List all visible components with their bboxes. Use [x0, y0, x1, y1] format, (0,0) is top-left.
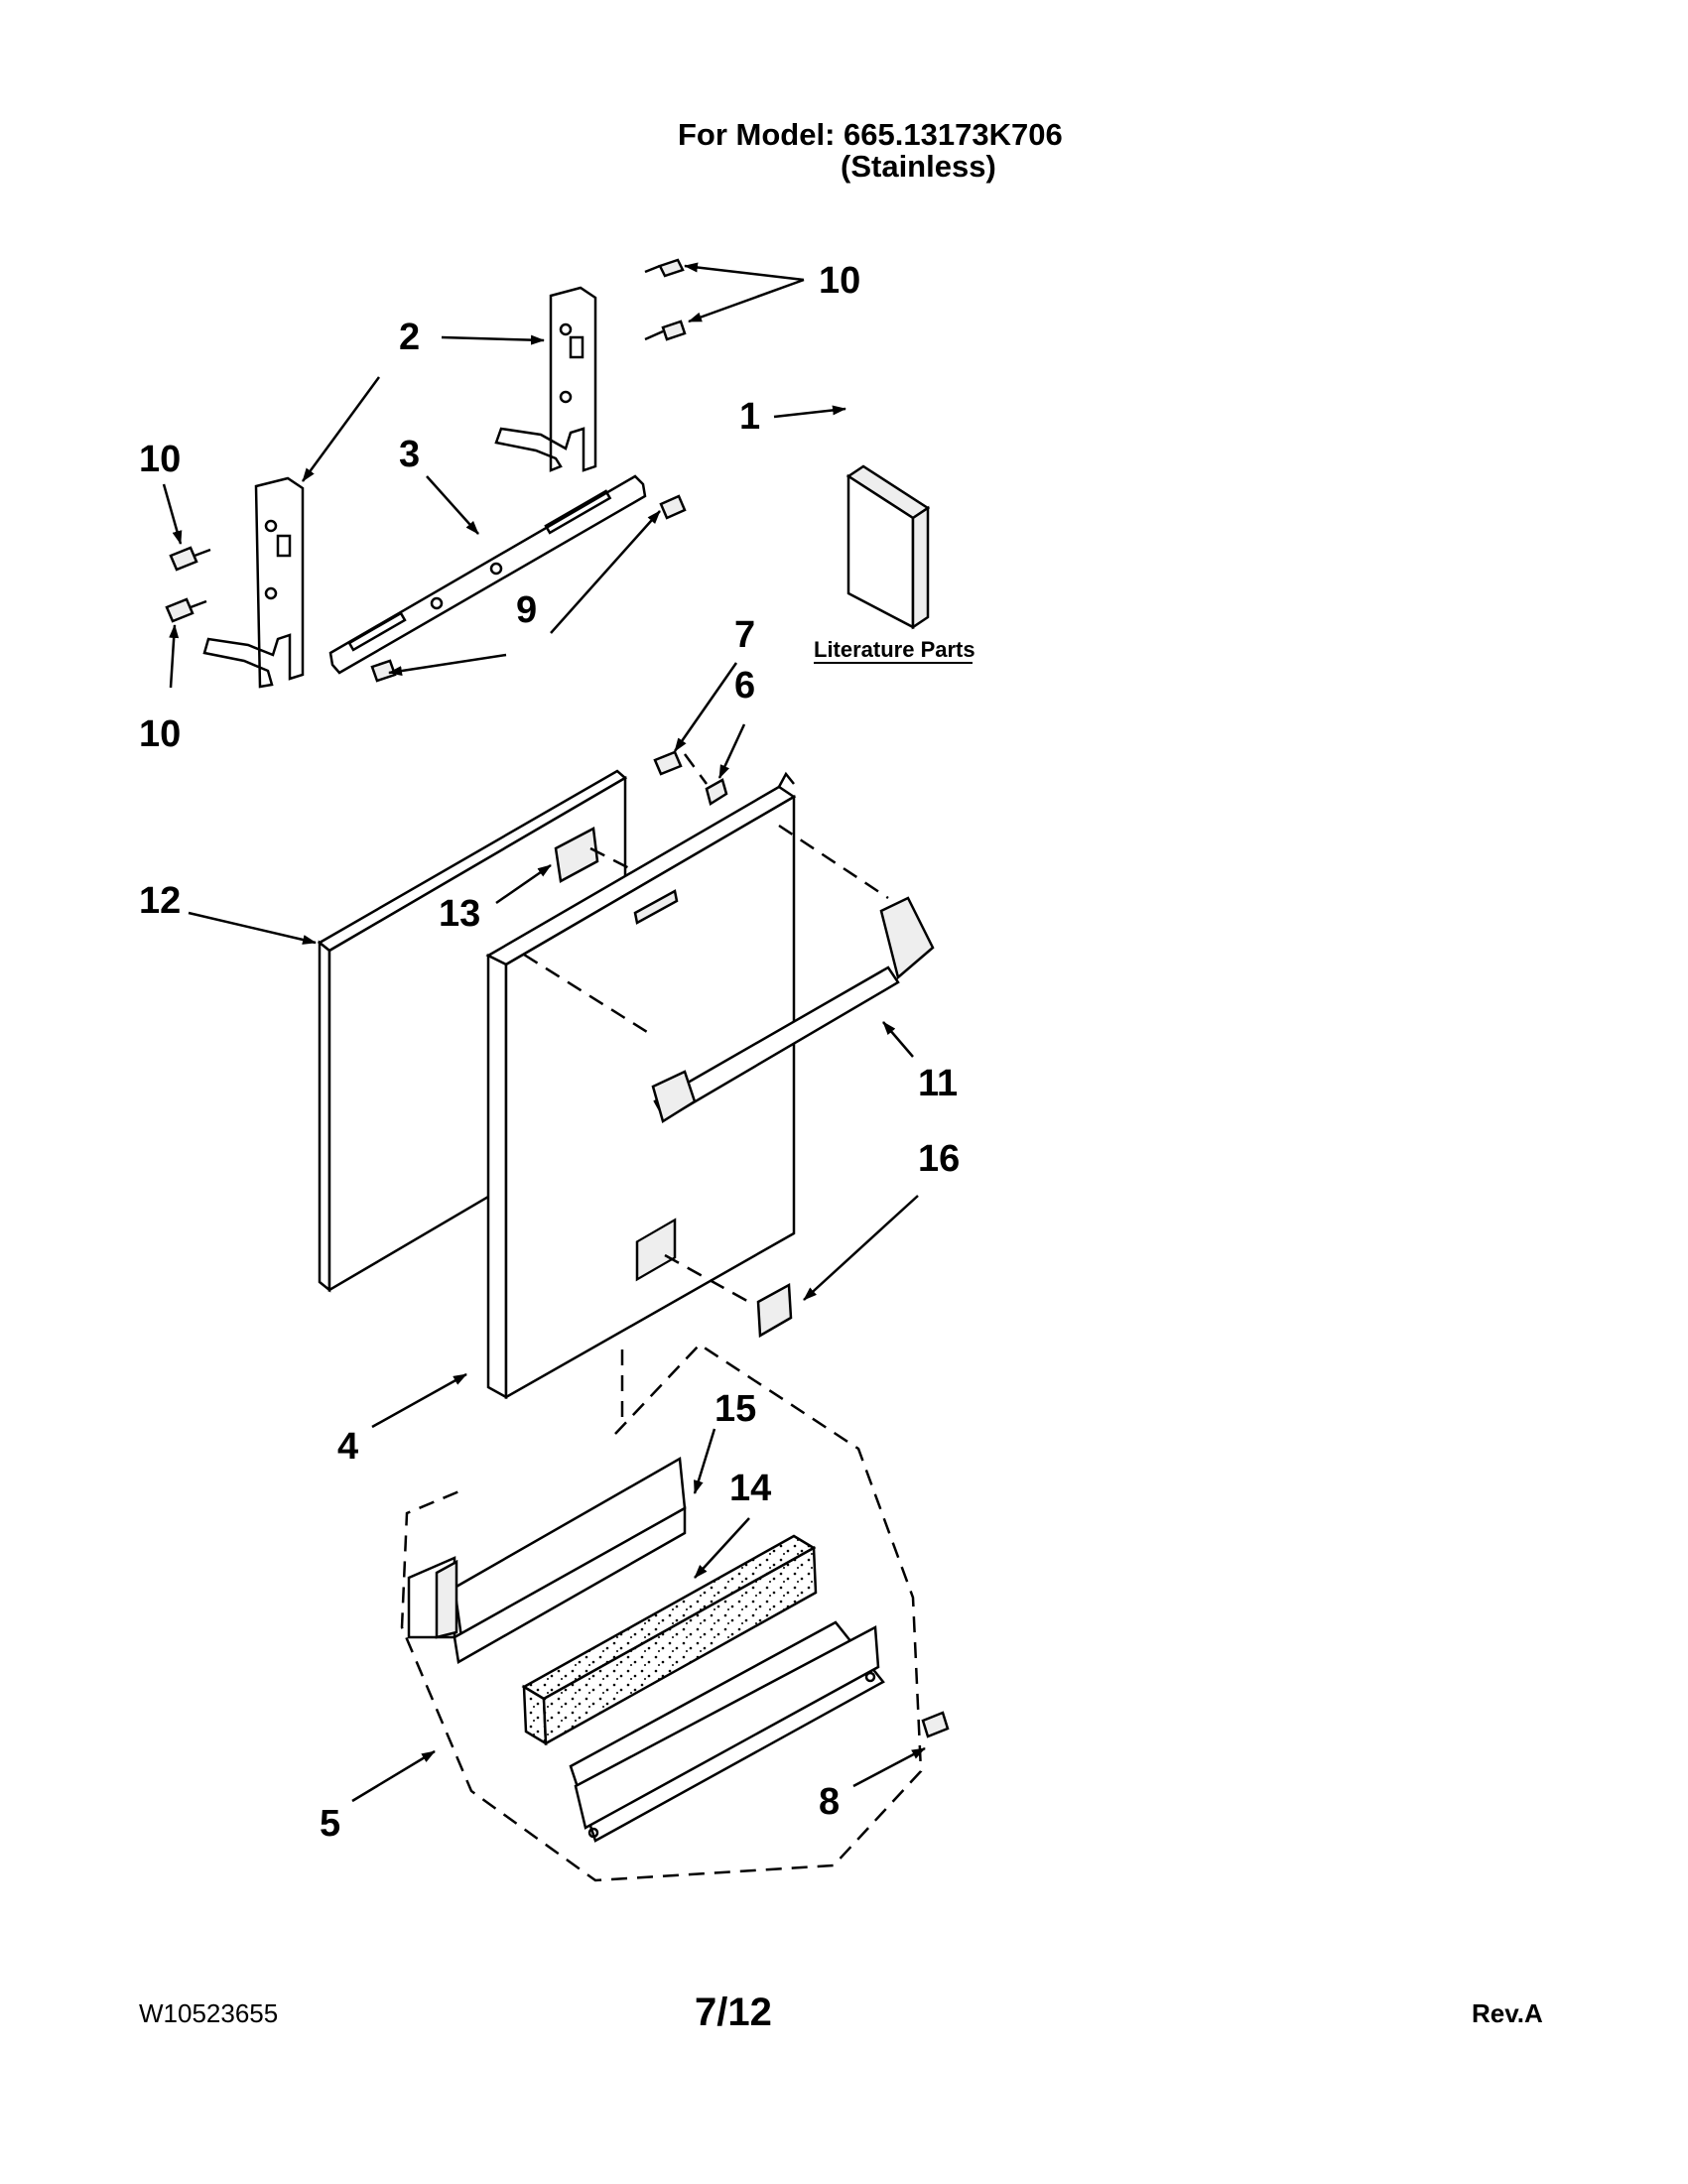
door-hinge-bracket-right — [494, 286, 597, 472]
model-title: For Model: 665.13173K706 — [678, 117, 1063, 152]
callout-8: 8 — [819, 1781, 840, 1823]
page-number: 7/12 — [695, 1991, 772, 2034]
inner-door-panel — [485, 771, 797, 1400]
door-hinge-bracket-left — [202, 476, 305, 689]
kickplate-screw — [921, 1711, 950, 1738]
literature-parts-label: Literature Parts — [814, 637, 975, 662]
callout-14: 14 — [729, 1468, 771, 1509]
callout-16: 16 — [918, 1138, 960, 1180]
callout-1: 1 — [739, 396, 760, 438]
foam-insulation-strip — [521, 1534, 818, 1746]
door-handle — [651, 896, 935, 1123]
callout-12: 12 — [139, 880, 181, 922]
door-rail — [328, 474, 647, 675]
outer-door-panel — [317, 769, 628, 1293]
callout-13: 13 — [439, 893, 480, 935]
callout-10-upper: 10 — [819, 260, 860, 302]
door-screw — [653, 750, 683, 776]
callout-2: 2 — [399, 317, 420, 358]
bracket-washer — [705, 778, 728, 806]
callout-9: 9 — [516, 589, 537, 631]
callout-3: 3 — [399, 434, 420, 475]
callout-10-left-lower: 10 — [139, 713, 181, 755]
logo-badge — [756, 1282, 793, 1339]
screw-9-left — [370, 659, 397, 683]
callout-15: 15 — [714, 1388, 756, 1430]
screw-10-left-1 — [169, 546, 211, 572]
callout-7: 7 — [734, 614, 755, 656]
finish-subtitle: (Stainless) — [841, 149, 996, 184]
callout-11: 11 — [918, 1063, 958, 1104]
callout-4: 4 — [337, 1426, 358, 1468]
callout-5: 5 — [320, 1803, 340, 1845]
revision-label: Rev.A — [1472, 1998, 1543, 2028]
toe-kickplate — [569, 1620, 885, 1843]
document-number: W10523655 — [139, 1998, 279, 2028]
literature-parts-booklet — [845, 464, 931, 630]
hinge-clip — [554, 827, 599, 883]
screw-10-left-2 — [165, 597, 207, 623]
screw-10-upper-1 — [644, 258, 685, 278]
screw-10-upper-2 — [644, 320, 687, 341]
callout-6: 6 — [734, 665, 755, 707]
screw-9-right — [659, 494, 687, 520]
callout-10-left-upper: 10 — [139, 439, 181, 480]
kickplate-channel — [407, 1456, 687, 1664]
